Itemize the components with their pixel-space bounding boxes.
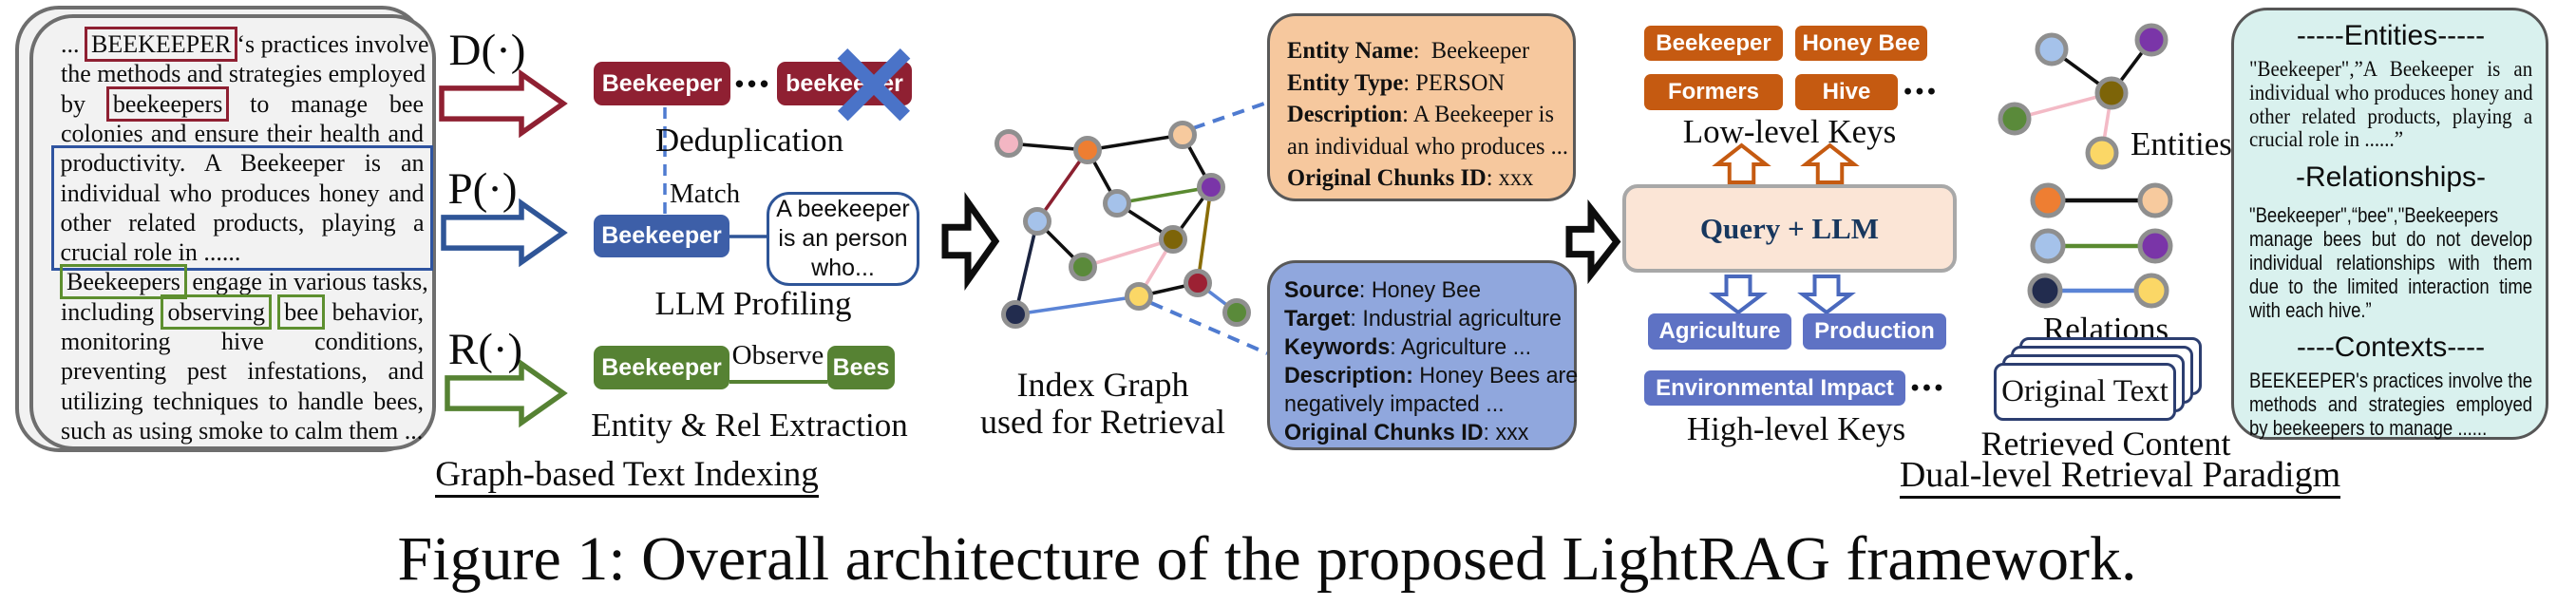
low-keys-ellipsis: ••• <box>1904 79 1940 104</box>
results-card: -----Entities----- "Beekeeper",”A Beekee… <box>2231 8 2548 440</box>
bubble-line: who... <box>811 255 875 281</box>
match-label: Match <box>670 179 741 209</box>
document-paragraph-2: Beekeepers engage in various tasks,inclu… <box>60 264 428 445</box>
duplicate-cross-icon <box>837 47 911 122</box>
low-key-pill-hive: Hive <box>1795 74 1898 110</box>
figure-caption: Figure 1: Overall architecture of the pr… <box>397 524 2137 594</box>
profiling-description-bubble: A beekeeper is an person who... <box>767 192 919 286</box>
high-key-pill-environmental-impact: Environmental Impact <box>1644 370 1905 406</box>
dedup-operator-label: D(·) <box>448 26 526 75</box>
low-key-pill-beekeeper: Beekeeper <box>1644 26 1783 61</box>
observe-edge-label: Observe <box>731 340 824 370</box>
extraction-pill-beekeeper: Beekeeper <box>594 346 729 389</box>
extraction-label: Entity & Rel Extraction <box>591 407 908 444</box>
profiling-label: LLM Profiling <box>654 285 852 322</box>
extraction-operator-label: R(·) <box>447 325 523 374</box>
results-relationships-heading: -Relationships- <box>2295 161 2487 194</box>
extraction-pill-bees: Bees <box>827 346 895 389</box>
index-graph-label-line1: Index Graph <box>1016 366 1189 404</box>
query-llm-box: Query + LLM <box>1622 184 1957 273</box>
high-key-pill-production: Production <box>1803 313 1946 350</box>
query-llm-label: Query + LLM <box>1699 211 1880 245</box>
results-entities-heading: -----Entities----- <box>2296 20 2486 51</box>
dedup-pill-beekeeper: Beekeeper <box>594 62 730 105</box>
index-graph-label-line2: used for Retrieval <box>980 403 1225 441</box>
original-text-label: Original Text <box>2001 374 2169 408</box>
high-key-pill-agriculture: Agriculture <box>1648 313 1791 350</box>
bubble-line: A beekeeper <box>776 196 910 222</box>
profiling-operator-label: P(·) <box>447 164 518 214</box>
retrieved-content-label: Retrieved Content <box>1980 425 2231 463</box>
low-level-keys-label: Low-level Keys <box>1682 113 1897 150</box>
bubble-line: is an person <box>778 225 908 252</box>
dual-level-section-title: Dual-level Retrieval Paradigm <box>1894 454 2346 499</box>
entities-label: Entities <box>2131 125 2232 162</box>
results-contexts-heading: ----Contexts---- <box>2296 331 2486 364</box>
high-keys-ellipsis: ••• <box>1910 374 1947 401</box>
low-key-pill-formers: Formers <box>1644 74 1783 110</box>
dedup-ellipsis: ••• <box>734 68 773 98</box>
high-level-keys-label: High-level Keys <box>1686 410 1906 447</box>
retrieved-stack-card-front: Original Text <box>1994 363 2176 421</box>
low-key-pill-honey-bee: Honey Bee <box>1795 26 1927 61</box>
profiling-pill-beekeeper: Beekeeper <box>594 215 729 257</box>
dedup-label: Deduplication <box>654 122 844 159</box>
graph-indexing-section-title: Graph-based Text Indexing <box>413 454 841 498</box>
